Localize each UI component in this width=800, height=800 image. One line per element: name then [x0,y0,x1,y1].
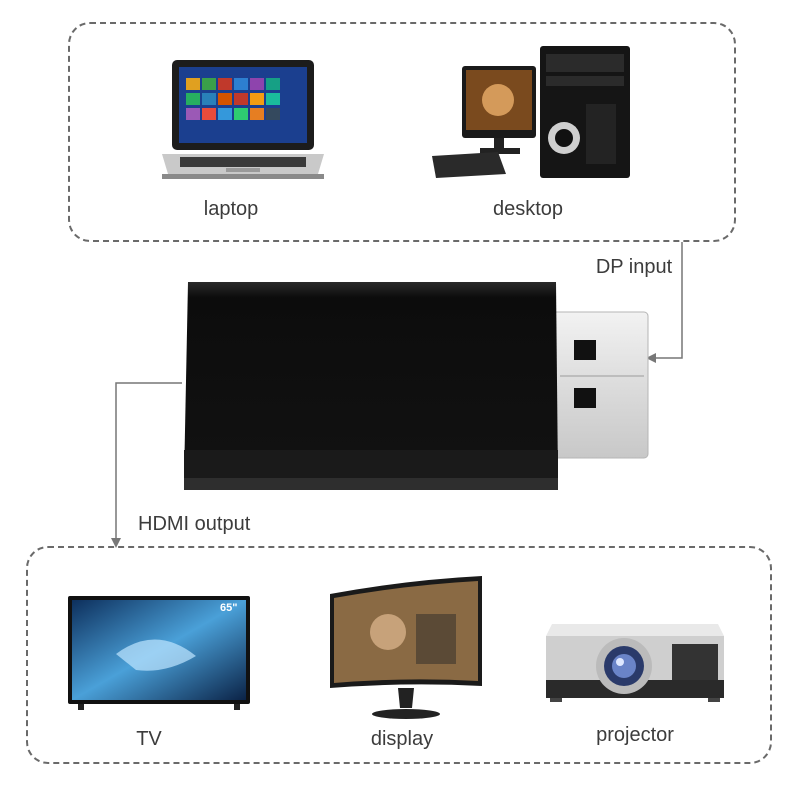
dp-input-label: DP input [595,256,673,278]
tv-label: TV [136,728,162,750]
projector-image [542,610,728,706]
output-devices-group [26,546,772,764]
dp-to-hdmi-adapter [182,280,652,494]
source-devices-group [68,22,736,242]
laptop-image [160,58,326,182]
display-label: display [370,728,434,750]
laptop-label: laptop [203,198,259,220]
desktop-image [428,44,632,184]
desktop-label: desktop [492,198,564,220]
tv-size-badge: 65" [220,602,238,614]
display-image [326,574,486,722]
tv-image: 65" [66,594,252,714]
hdmi-output-label: HDMI output [138,513,251,535]
projector-label: projector [596,724,674,746]
